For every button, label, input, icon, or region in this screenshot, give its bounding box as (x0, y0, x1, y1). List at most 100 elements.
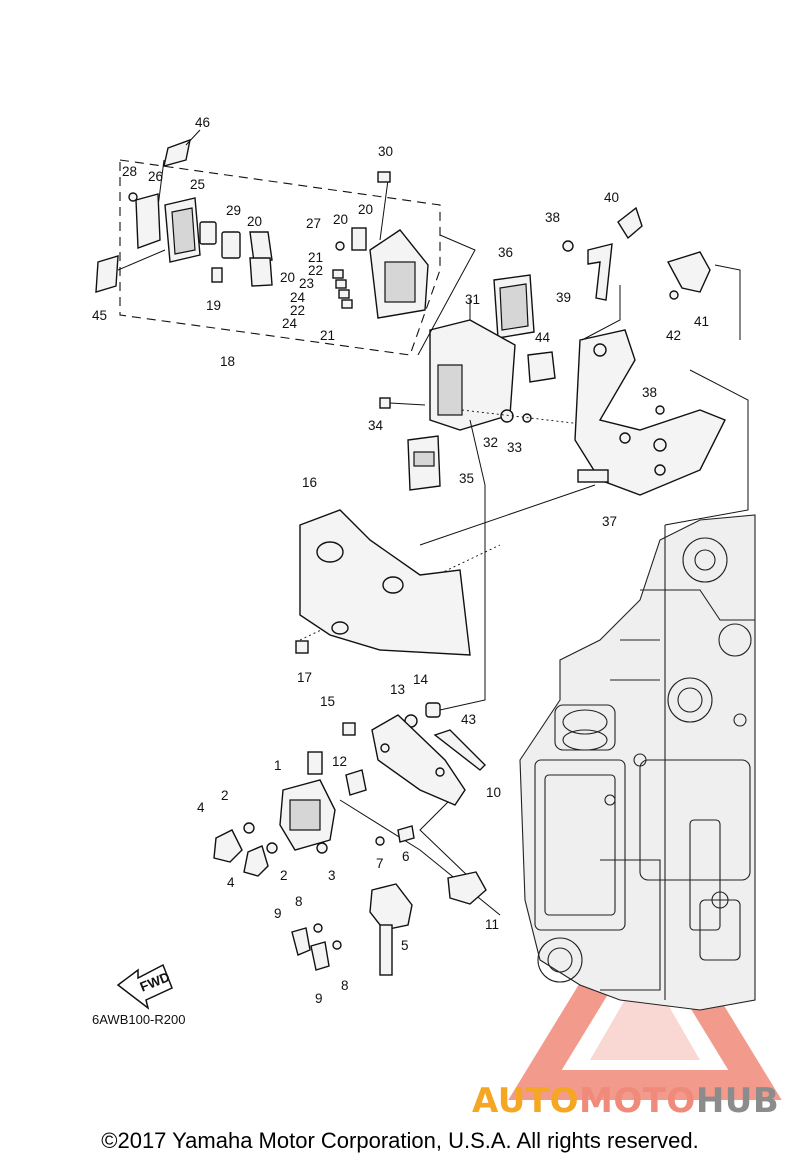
callout-c43: 43 (461, 712, 476, 727)
callout-c26: 26 (148, 169, 163, 184)
callout-c19: 19 (206, 298, 221, 313)
part-5 (369, 883, 413, 931)
callout-c35: 35 (459, 471, 474, 486)
part-27 (335, 241, 345, 251)
fuse-stack (332, 269, 353, 309)
callout-c8a: 8 (295, 894, 303, 909)
part-44 (527, 351, 556, 383)
callout-c28: 28 (122, 164, 137, 179)
callout-c21a: 21 (308, 250, 323, 265)
part-4 (213, 829, 243, 863)
callout-c29: 29 (226, 203, 241, 218)
callout-c22a: 22 (308, 263, 323, 278)
callout-c9b: 9 (315, 991, 323, 1006)
part-2 (243, 822, 255, 834)
part-10 (371, 714, 466, 806)
callout-c4b: 4 (227, 875, 235, 890)
part-20 (249, 231, 273, 263)
part-29 (221, 231, 241, 259)
callout-c2b: 2 (280, 868, 288, 883)
part-6 (397, 825, 415, 843)
part-46 (163, 138, 191, 167)
callout-c27: 27 (306, 216, 321, 231)
part-4-b (243, 845, 269, 877)
callout-c46: 46 (195, 115, 210, 130)
part-5-stem (379, 924, 393, 976)
callout-c24a: 24 (290, 290, 306, 305)
part-28 (128, 192, 138, 202)
part-38-b (655, 405, 665, 415)
copyright-notice: ©2017 Yamaha Motor Corporation, U.S.A. A… (101, 1128, 699, 1153)
callout-c20d: 20 (358, 202, 373, 217)
part-41 (666, 251, 711, 293)
callout-c6: 6 (402, 849, 410, 864)
brand-moto: MOTO (579, 1081, 696, 1121)
callout-c44: 44 (535, 330, 551, 345)
callout-c45: 45 (92, 308, 107, 323)
part-40 (617, 206, 643, 240)
part-14 (425, 702, 441, 718)
callout-c4a: 4 (197, 800, 205, 815)
callout-c9a: 9 (274, 906, 282, 921)
callout-c42: 42 (666, 328, 681, 343)
callout-c2a: 2 (221, 788, 229, 803)
part-9-b (310, 941, 330, 971)
part-42 (669, 290, 679, 300)
callout-c25: 25 (190, 177, 205, 192)
callout-c40: 40 (604, 190, 619, 205)
callout-c21b: 21 (320, 328, 335, 343)
callout-c39: 39 (556, 290, 571, 305)
callout-c20b: 20 (280, 270, 295, 285)
callout-c41: 41 (694, 314, 709, 329)
part-15 (342, 722, 356, 736)
callout-c22b: 22 (290, 303, 305, 318)
callout-c18: 18 (220, 354, 235, 369)
part-20-b (351, 227, 367, 251)
callout-c24b: 24 (282, 316, 298, 331)
callout-c20a: 20 (247, 214, 262, 229)
part-19 (211, 267, 223, 283)
callout-c17: 17 (297, 670, 312, 685)
callout-c14: 14 (413, 672, 429, 687)
callout-c38a: 38 (545, 210, 560, 225)
part-26 (135, 193, 161, 249)
callout-c38b: 38 (642, 385, 657, 400)
part-12 (345, 769, 367, 796)
brand-hub: HUB (696, 1081, 779, 1121)
part-11 (447, 871, 487, 905)
diagram-code: 6AWB100-R200 (92, 1012, 185, 1027)
callout-c30: 30 (378, 144, 393, 159)
callout-c34: 34 (368, 418, 384, 433)
callout-c8b: 8 (341, 978, 349, 993)
part-39 (587, 243, 613, 301)
callout-c33: 33 (507, 440, 522, 455)
part-7 (375, 836, 385, 846)
assembly-boundary-18 (119, 159, 441, 356)
callout-c20c: 20 (333, 212, 348, 227)
callout-c37: 37 (602, 514, 617, 529)
callout-c11: 11 (485, 917, 499, 932)
callout-c23: 23 (299, 276, 314, 291)
callout-c1: 1 (274, 758, 282, 773)
part-17 (295, 640, 309, 654)
part-30 (377, 171, 391, 183)
callout-c3: 3 (328, 868, 336, 883)
callout-c36: 36 (498, 245, 513, 260)
brand-auto: AUTO (472, 1081, 579, 1121)
callout-c5: 5 (401, 938, 409, 953)
callout-c16: 16 (302, 475, 317, 490)
callout-c15: 15 (320, 694, 335, 709)
part-2-b (266, 842, 278, 854)
part-9 (291, 927, 311, 956)
part-45 (95, 255, 119, 293)
part-43 (433, 729, 486, 771)
callout-c31: 31 (465, 292, 480, 307)
coil-plug (307, 751, 323, 775)
callout-c32: 32 (483, 435, 498, 450)
callout-c7: 7 (376, 856, 384, 871)
watermark-brand: AUTOMOTOHUB (472, 1081, 779, 1121)
fwd-arrow-icon: FWD (116, 963, 173, 1010)
part-34 (379, 397, 391, 409)
